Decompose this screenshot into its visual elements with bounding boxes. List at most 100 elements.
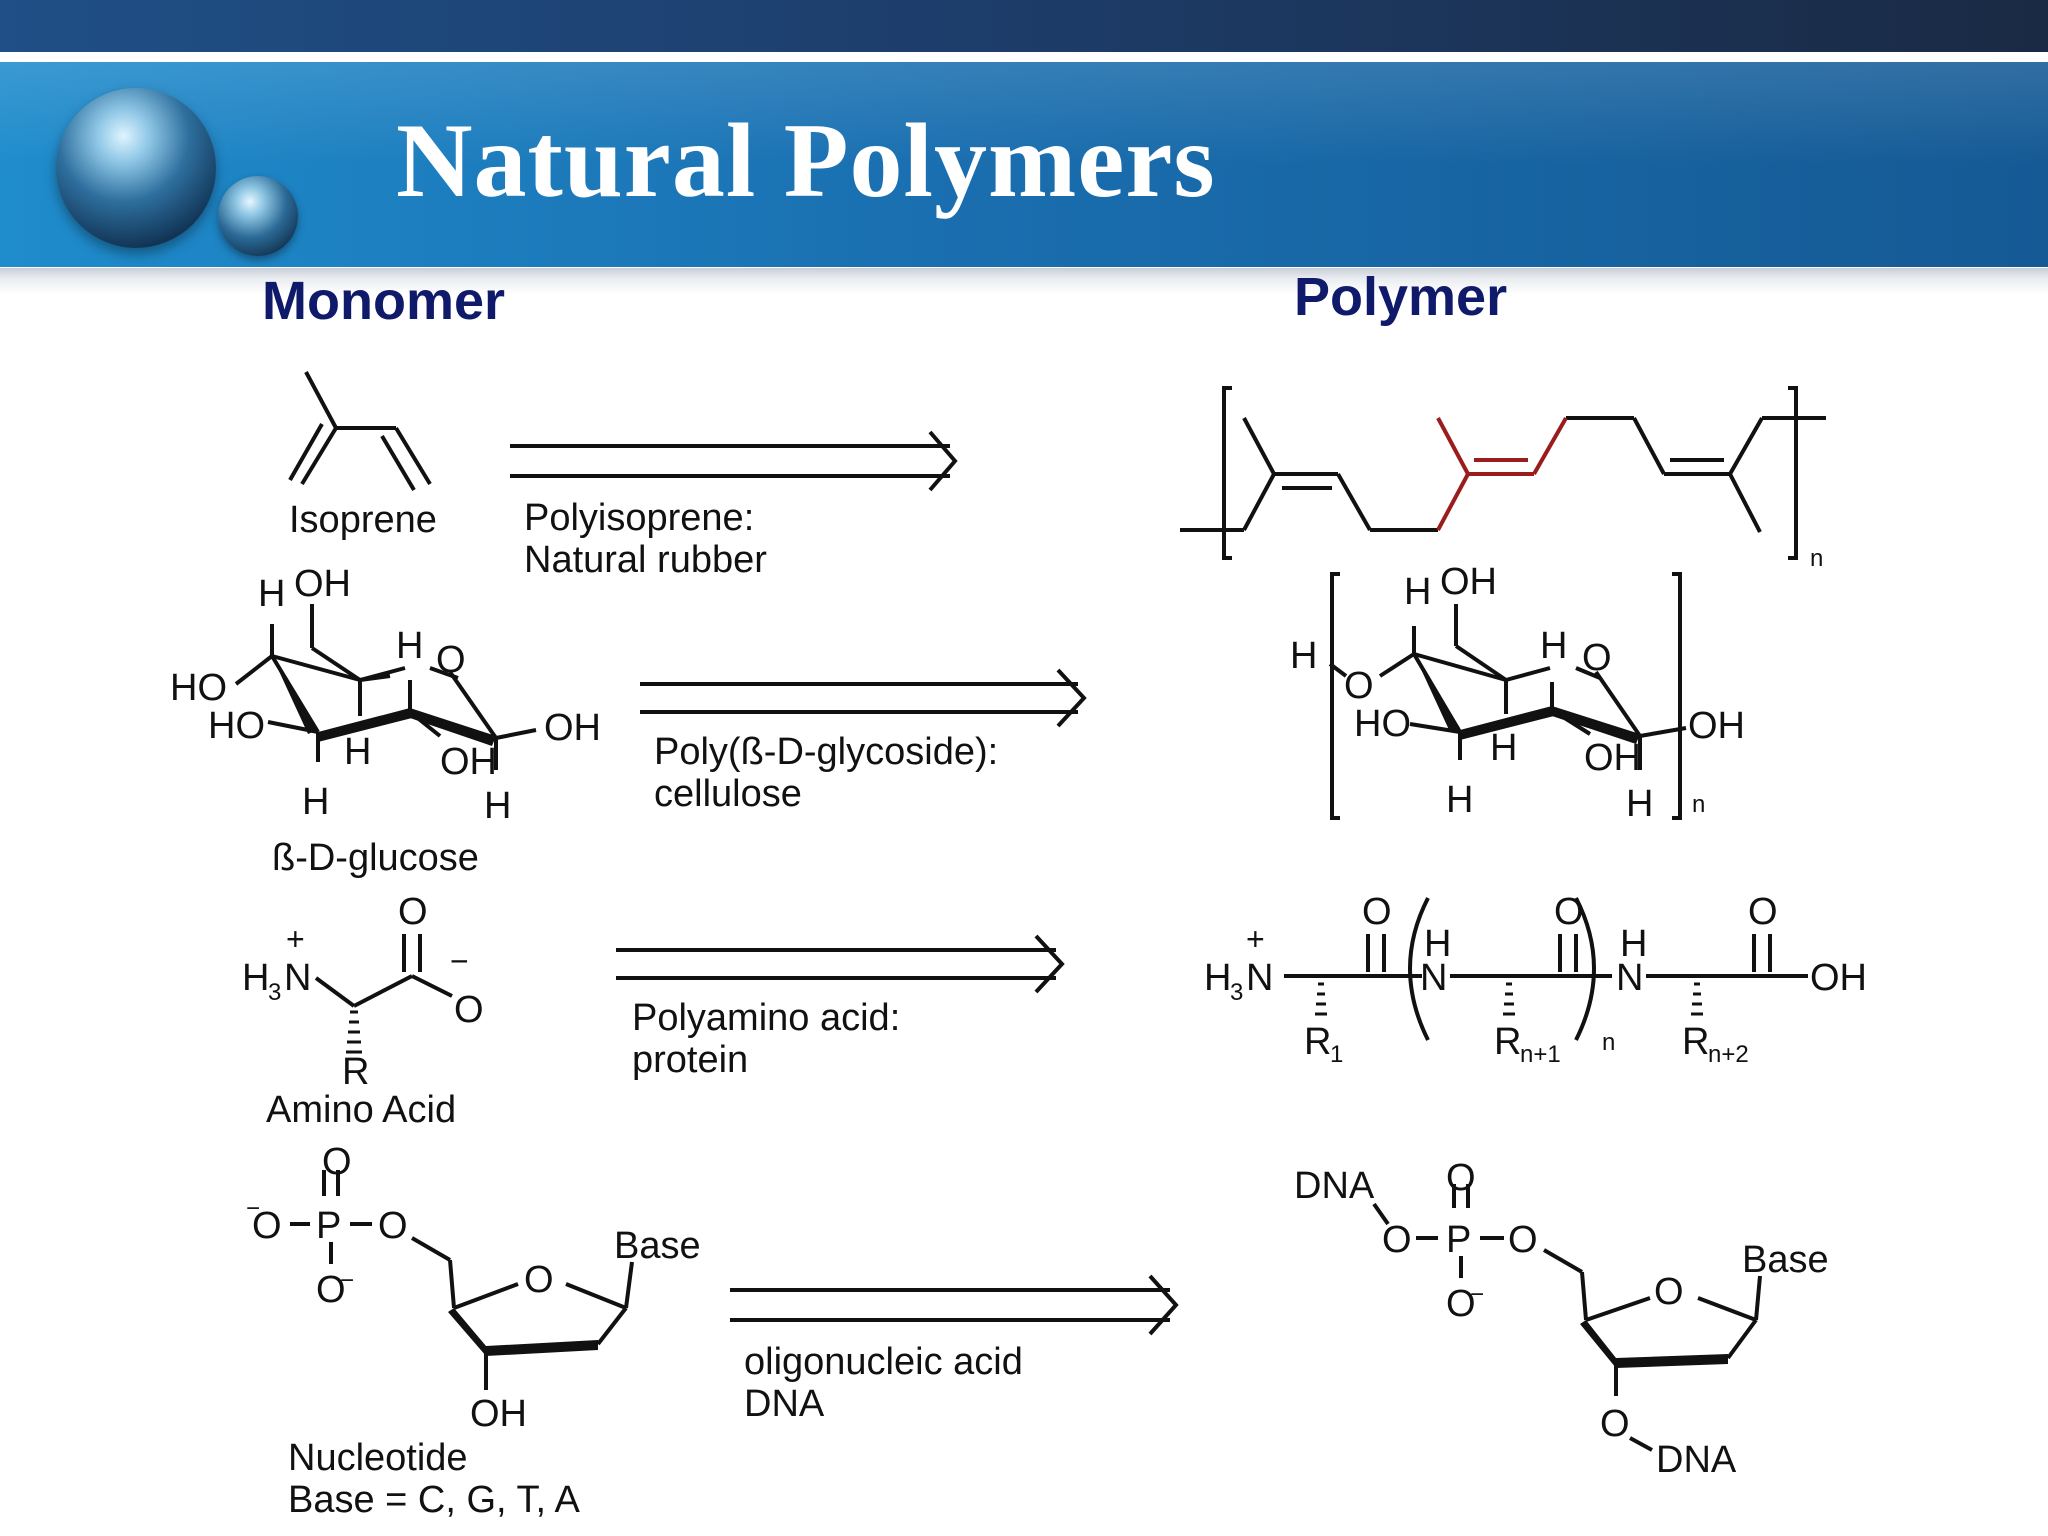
svg-text:O: O (378, 1205, 408, 1247)
dna-wedge-bond (1580, 1320, 1728, 1368)
svg-text:O: O (322, 1141, 352, 1183)
svg-text:O: O (1382, 1219, 1412, 1261)
nucleotide-label-line2: Base = C, G, T, A (288, 1479, 580, 1521)
svg-text:O: O (1654, 1271, 1684, 1313)
svg-text:P: P (1446, 1219, 1471, 1261)
svg-text:O: O (1600, 1403, 1630, 1445)
amino-acid-hashed-bond (346, 1010, 362, 1054)
amino-acid-label: Amino Acid (266, 1089, 456, 1131)
nucleotide-atom-labels: O − O P O O − O Base OH (246, 1141, 701, 1435)
svg-text:HO: HO (208, 705, 265, 747)
slide-title: Natural Polymers (396, 102, 1216, 219)
dna-structure (1372, 1184, 1762, 1452)
cellulose-wedge-bond (1460, 706, 1554, 740)
svg-text:O: O (1446, 1283, 1476, 1325)
svg-text:H: H (242, 957, 269, 999)
svg-text:DNA: DNA (1656, 1439, 1737, 1481)
svg-text:OH: OH (544, 707, 601, 749)
svg-text:H: H (1204, 957, 1231, 999)
glass-orb-large-icon (56, 88, 216, 248)
svg-text:H: H (1540, 625, 1567, 667)
svg-text:OH: OH (440, 741, 497, 783)
amino-acid-structure (314, 934, 453, 1008)
glucose-wedge-bond (318, 708, 412, 742)
monomer-header: Monomer (262, 271, 505, 331)
svg-text:OH: OH (1810, 957, 1867, 999)
svg-text:Base: Base (614, 1225, 701, 1267)
svg-text:−: − (1470, 1281, 1484, 1308)
svg-text:R: R (1304, 1021, 1331, 1063)
polymer-header: Polymer (1294, 267, 1508, 327)
glucose-atom-labels: H OH H O HO HO H OH OH H H (170, 563, 601, 827)
polyisoprene-repeat-n: n (1810, 545, 1823, 572)
dna-label-line1: oligonucleic acid (744, 1341, 1023, 1383)
svg-text:H: H (258, 573, 285, 615)
svg-text:O: O (1748, 891, 1778, 933)
cellulose-atom-labels: H OH H O H O HO H OH OH H H (1290, 561, 1745, 825)
cellulose-label-line1: Poly(ß-D-glycoside): (654, 731, 998, 773)
cellulose-wedge-bond-3 (1552, 706, 1640, 744)
svg-text:n+1: n+1 (1520, 1041, 1561, 1068)
protein-repeat-n: n (1602, 1029, 1615, 1056)
svg-text:H: H (1626, 783, 1653, 825)
protein-hashed-bonds (1315, 982, 1703, 1016)
polyisoprene-label-line2: Natural rubber (524, 539, 767, 581)
arrow-isoprene (510, 430, 958, 492)
svg-text:O: O (1554, 891, 1584, 933)
svg-text:H: H (344, 731, 371, 773)
svg-text:HO: HO (1354, 703, 1411, 745)
svg-text:O: O (1362, 891, 1392, 933)
cellulose-repeat-n: n (1692, 791, 1705, 818)
title-band-gloss (0, 62, 2048, 267)
isoprene-label: Isoprene (289, 499, 437, 541)
svg-text:OH: OH (1688, 705, 1745, 747)
svg-text:H: H (1290, 635, 1317, 677)
svg-text:O: O (316, 1269, 346, 1311)
glass-orb-small-icon (218, 176, 298, 256)
svg-text:H: H (302, 781, 329, 823)
svg-text:OH: OH (1440, 561, 1497, 603)
svg-text:R: R (342, 1051, 369, 1093)
title-band (0, 62, 2048, 267)
polyisoprene-label-line1: Polyisoprene: (524, 497, 754, 539)
title-band-shadow (0, 268, 2048, 294)
svg-text:H: H (1620, 923, 1647, 965)
svg-text:−: − (246, 1195, 260, 1222)
svg-text:Base: Base (1742, 1239, 1829, 1281)
svg-text:−: − (340, 1267, 354, 1294)
svg-text:N: N (1420, 957, 1447, 999)
polyisoprene-structure (1180, 386, 1826, 560)
glucose-wedge-bond-3 (410, 708, 496, 746)
svg-text:O: O (1508, 1219, 1538, 1261)
glucose-label: ß-D-glucose (272, 837, 479, 879)
svg-text:O: O (1582, 637, 1612, 679)
cellulose-structure (1328, 572, 1687, 820)
svg-text:O: O (454, 989, 484, 1031)
svg-text:R: R (1494, 1021, 1521, 1063)
svg-text:+: + (1246, 921, 1265, 957)
protein-structure (1284, 897, 1808, 1041)
svg-text:n+2: n+2 (1708, 1041, 1749, 1068)
svg-text:3: 3 (1230, 979, 1243, 1006)
svg-text:O: O (398, 891, 428, 933)
svg-text:O: O (252, 1205, 282, 1247)
svg-text:3: 3 (268, 979, 281, 1006)
svg-text:OH: OH (294, 563, 351, 605)
dna-atom-labels: DNA O O P O O − O Base O DNA (1294, 1157, 1829, 1481)
arrow-nucleotide (730, 1274, 1179, 1336)
dna-label-line2: DNA (744, 1383, 825, 1425)
svg-text:H: H (1490, 727, 1517, 769)
svg-text:OH: OH (1584, 737, 1641, 779)
nucleotide-structure (290, 1170, 634, 1390)
svg-text:O: O (1344, 665, 1374, 707)
polyisoprene-highlight-bonds (1436, 417, 1568, 531)
isoprene-structure (288, 371, 432, 492)
cellulose-wedge-bond-2 (1414, 654, 1460, 732)
svg-text:+: + (286, 921, 305, 957)
cellulose-label-line2: cellulose (654, 773, 802, 815)
svg-text:R: R (1682, 1021, 1709, 1063)
arrow-amino-acid (616, 934, 1065, 994)
top-bar (0, 0, 2048, 52)
nucleotide-label-line1: Nucleotide (288, 1437, 468, 1479)
